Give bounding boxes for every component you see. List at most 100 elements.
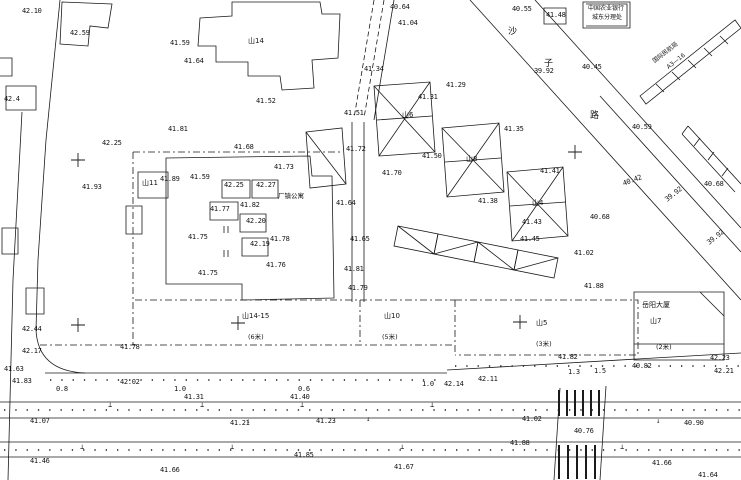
road-symbol: ⊥ xyxy=(430,401,434,409)
building-label: 山5 xyxy=(536,319,548,327)
road-width-label: 1.5 xyxy=(594,367,606,375)
road-symbol: ↓ xyxy=(656,417,660,425)
elevation-label: 41.82 xyxy=(240,201,260,209)
road-symbol: ⊥ xyxy=(230,443,234,451)
annotation-label: (3米) xyxy=(536,340,552,348)
road-symbol: ⊥ xyxy=(108,401,112,409)
elevation-label: 41.02 xyxy=(574,249,594,257)
elevation-label: 41.41 xyxy=(540,167,560,175)
elevation-label: 42.11 xyxy=(478,375,498,383)
annotation-label: (6米) xyxy=(248,333,264,341)
elevation-label: 41.70 xyxy=(382,169,402,177)
elevation-label: 41.63 xyxy=(4,365,24,373)
elevation-label: 41.31 xyxy=(184,393,204,401)
road-width-label: 0.8 xyxy=(56,385,68,393)
elevation-label: 42.02 xyxy=(120,378,140,386)
annotation-label: 城东分理处 xyxy=(592,14,623,21)
elevation-label: 41.76 xyxy=(266,261,286,269)
elevation-label: 40.55 xyxy=(512,5,532,13)
building-outlines xyxy=(0,1,741,361)
elevation-label: 41.72 xyxy=(346,145,366,153)
road-symbol: ⊥ xyxy=(300,401,304,409)
road-width-label: 1.3 xyxy=(568,368,580,376)
elevation-label: 41.52 xyxy=(256,97,276,105)
road-width-label: 0.6 xyxy=(298,385,310,393)
survey-crosses xyxy=(71,145,582,332)
road-symbol: ⊥ xyxy=(400,443,404,451)
road-symbol: ⊥ xyxy=(80,443,84,451)
elevation-label: 41.02 xyxy=(522,415,542,423)
elevation-label: 41.82 xyxy=(558,353,578,361)
elevation-label: 41.04 xyxy=(398,19,418,27)
annotation-label: 厂镇公寓 xyxy=(278,192,304,200)
elevation-label: 42.27 xyxy=(256,181,276,189)
elevation-label: 41.83 xyxy=(12,377,32,385)
elevation-label: 41.21 xyxy=(230,419,250,427)
elevation-label: 41.43 xyxy=(522,218,542,226)
elevation-label: 41.93 xyxy=(82,183,102,191)
elevation-label: 40.82 xyxy=(632,362,652,370)
elevation-label: 41.35 xyxy=(504,125,524,133)
elevation-label: 41.64 xyxy=(184,57,204,65)
elevation-label: 41.31 xyxy=(418,93,438,101)
building-label: 山6 xyxy=(402,111,414,119)
elevation-label: 41.78 xyxy=(270,235,290,243)
elevation-label: 42.20 xyxy=(246,217,266,225)
elevation-label: 41.85 xyxy=(294,451,314,459)
elevation-label: 40.59 xyxy=(632,123,652,131)
elevation-label: 41.81 xyxy=(168,125,188,133)
elevation-label: 41.29 xyxy=(446,81,466,89)
road-width-label: 1.0 xyxy=(174,385,186,393)
elevation-label: 42.25 xyxy=(224,181,244,189)
elevation-label: 41.79 xyxy=(348,284,368,292)
elevation-label: 41.78 xyxy=(120,343,140,351)
elevation-label: 41.89 xyxy=(160,175,180,183)
elevation-label: 41.77 xyxy=(210,205,230,213)
elevation-label: 42.19 xyxy=(250,240,270,248)
elevation-label: 41.68 xyxy=(234,143,254,151)
elevation-label: 41.46 xyxy=(30,457,50,465)
elevation-label: 42.4 xyxy=(4,95,20,103)
parcel-boundaries xyxy=(40,151,639,356)
elevation-label: 41.45 xyxy=(520,235,540,243)
elevation-label: 41.88 xyxy=(510,439,530,447)
elevation-label: 42.23 xyxy=(710,354,730,362)
elevation-label: 39.92 xyxy=(534,67,554,75)
road-width-label: 1.0 xyxy=(422,380,434,388)
elevation-label: 41.64 xyxy=(336,199,356,207)
elevation-label: 40.76 xyxy=(574,427,594,435)
building-label: 山14 xyxy=(248,37,264,45)
elevation-label: 42.25 xyxy=(102,139,122,147)
elevation-label: 40.45 xyxy=(582,63,602,71)
elevation-label: 41.73 xyxy=(274,163,294,171)
building-label: 山8 xyxy=(466,155,478,163)
road-symbol: ⊥ xyxy=(620,443,624,451)
road-symbol: ↓ xyxy=(246,417,250,425)
elevation-label: 41.64 xyxy=(698,471,718,479)
elevation-label: 41.34 xyxy=(364,65,384,73)
elevation-label: 41.66 xyxy=(652,459,672,467)
elevation-label: 42.14 xyxy=(444,380,464,388)
elevation-label: 40.68 xyxy=(704,180,724,188)
elevation-label: 42.21 xyxy=(714,367,734,375)
building-label: 山14-15 xyxy=(242,312,270,320)
building-label: 山11 xyxy=(142,179,158,187)
elevation-label: 41.75 xyxy=(198,269,218,277)
elevation-label: 41.23 xyxy=(316,417,336,425)
elevation-label: 41.67 xyxy=(394,463,414,471)
road-symbol: ⊥ xyxy=(200,401,204,409)
annotation-label: (5米) xyxy=(382,333,398,341)
building-label: 山10 xyxy=(384,312,400,320)
elevation-label: 41.81 xyxy=(344,265,364,273)
road-symbol: ↓ xyxy=(366,415,370,423)
annotation-label: 岳阳大厦 xyxy=(642,301,670,309)
dashed-footpaths xyxy=(353,0,385,119)
elevation-label: 41.59 xyxy=(170,39,190,47)
elevation-label: 41.59 xyxy=(190,173,210,181)
elevation-label: 41.38 xyxy=(478,197,498,205)
elevation-label: 40.90 xyxy=(684,419,704,427)
road-dot-rows xyxy=(4,365,741,451)
